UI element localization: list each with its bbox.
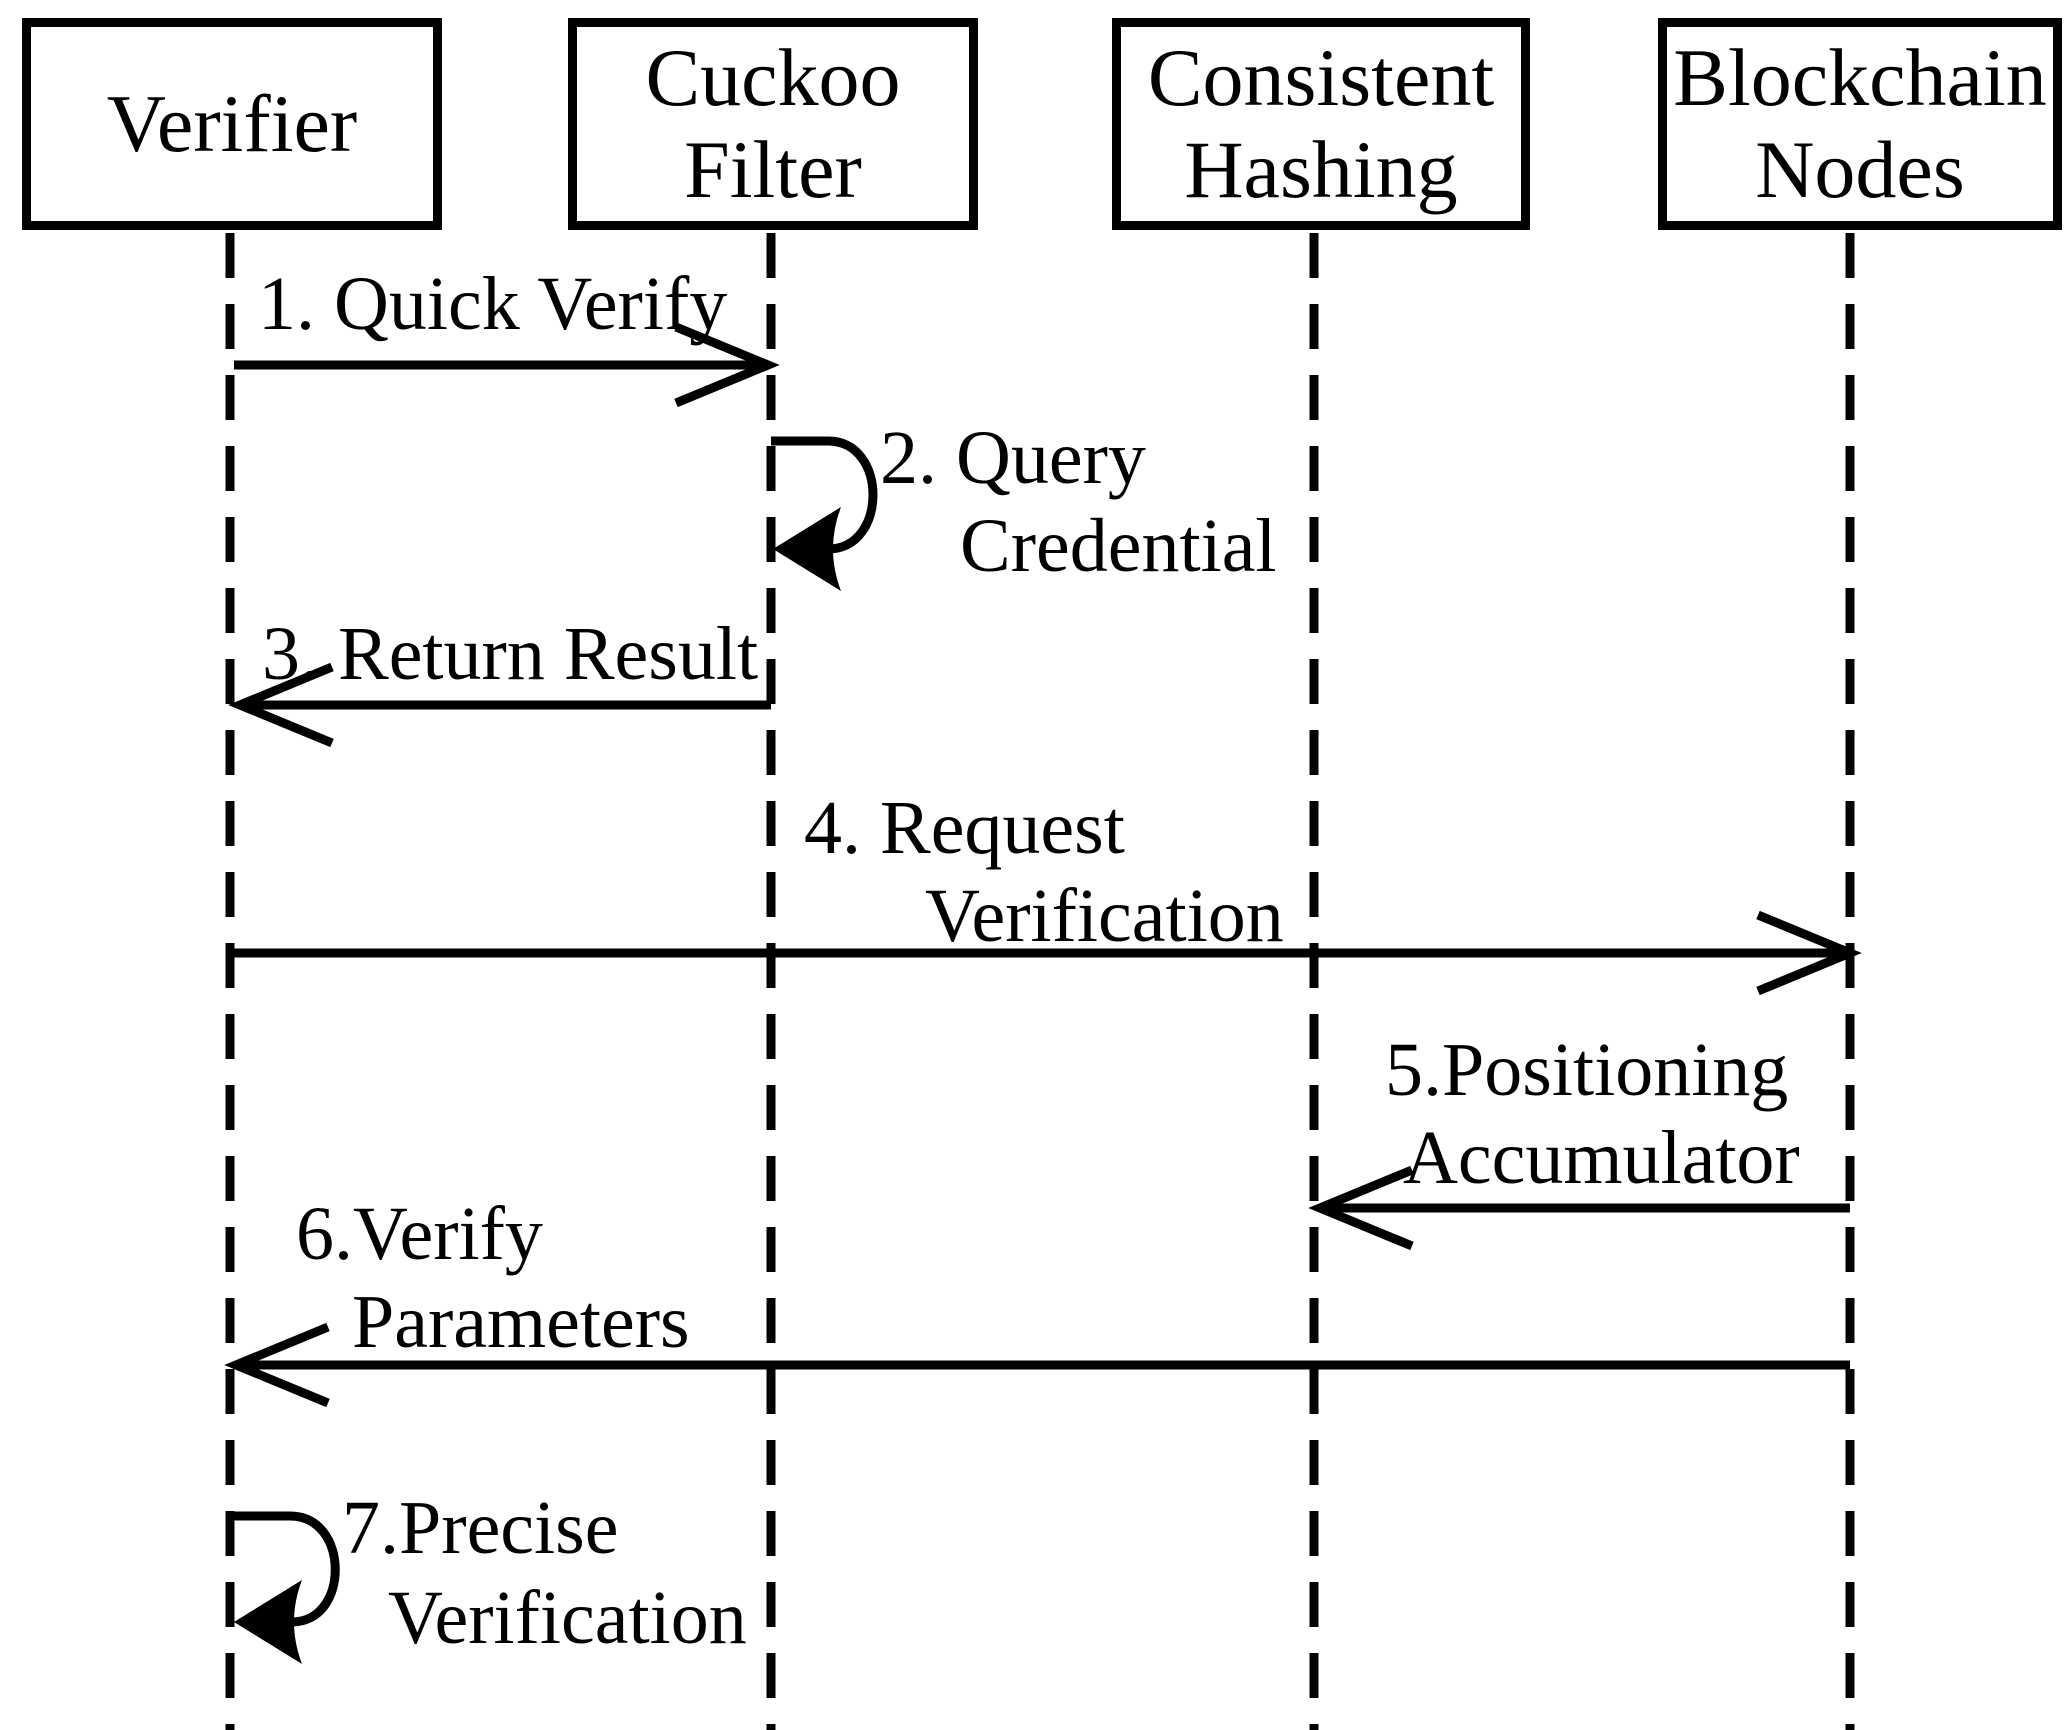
- participant-label-verifier: Verifier: [107, 78, 357, 170]
- message-2-self-loop: [771, 436, 878, 591]
- participant-label-cuckoo-filter: Cuckoo Filter: [645, 32, 900, 216]
- message-7-label-line-2: Verification: [388, 1576, 747, 1660]
- participant-box-verifier: Verifier: [22, 18, 442, 230]
- message-5-label-line-1: 5.Positioning: [1385, 1028, 1789, 1112]
- message-4-label-line-1: 4. Request: [804, 786, 1125, 870]
- arrowhead-left-icon: [1308, 1165, 1414, 1251]
- participant-label-consistent-hashing: Consistent Hashing: [1148, 32, 1494, 216]
- message-3-arrow: [228, 662, 771, 748]
- message-5-label-line-2: Accumulator: [1403, 1116, 1800, 1200]
- message-4-arrow: [232, 910, 1862, 996]
- participant-label-blockchain-nodes: Blockchain Nodes: [1673, 32, 2046, 216]
- participant-label-line: Hashing: [1184, 124, 1458, 215]
- message-6-label-line-2: Parameters: [352, 1280, 690, 1364]
- message-1-label: 1. Quick Verify: [258, 262, 728, 346]
- arrowhead-left-icon: [773, 507, 841, 591]
- participant-label-line: Verifier: [106, 78, 358, 170]
- participant-label-line: Filter: [684, 124, 862, 215]
- participant-label-line: Nodes: [1755, 124, 1965, 215]
- message-5-arrow: [1308, 1165, 1850, 1251]
- message-2-label-line-1: 2. Query: [880, 416, 1146, 500]
- message-6-arrow: [224, 1322, 1850, 1408]
- message-2-label-line-2: Credential: [960, 504, 1277, 588]
- message-7-self-loop: [230, 1511, 340, 1664]
- arrowhead-left-icon: [224, 1322, 330, 1408]
- arrowhead-right-icon: [1756, 910, 1862, 996]
- arrowhead-left-icon: [228, 662, 334, 748]
- arrowhead-right-icon: [674, 322, 780, 408]
- message-3-label: 3. Return Result: [262, 612, 759, 696]
- message-7-label-line-1: 7.Precise: [342, 1486, 619, 1570]
- participant-label-line: Blockchain: [1673, 32, 2047, 124]
- participant-label-line: Consistent: [1147, 32, 1495, 124]
- message-1-arrow: [234, 322, 780, 408]
- message-4-label-line-2: Verification: [925, 874, 1284, 958]
- participant-box-cuckoo-filter: Cuckoo Filter: [568, 18, 978, 230]
- participant-box-consistent-hashing: Consistent Hashing: [1112, 18, 1530, 230]
- arrowhead-left-icon: [234, 1580, 302, 1664]
- participant-box-blockchain-nodes: Blockchain Nodes: [1658, 18, 2062, 230]
- message-6-label-line-1: 6.Verify: [296, 1192, 543, 1276]
- participant-label-line: Cuckoo: [645, 32, 901, 124]
